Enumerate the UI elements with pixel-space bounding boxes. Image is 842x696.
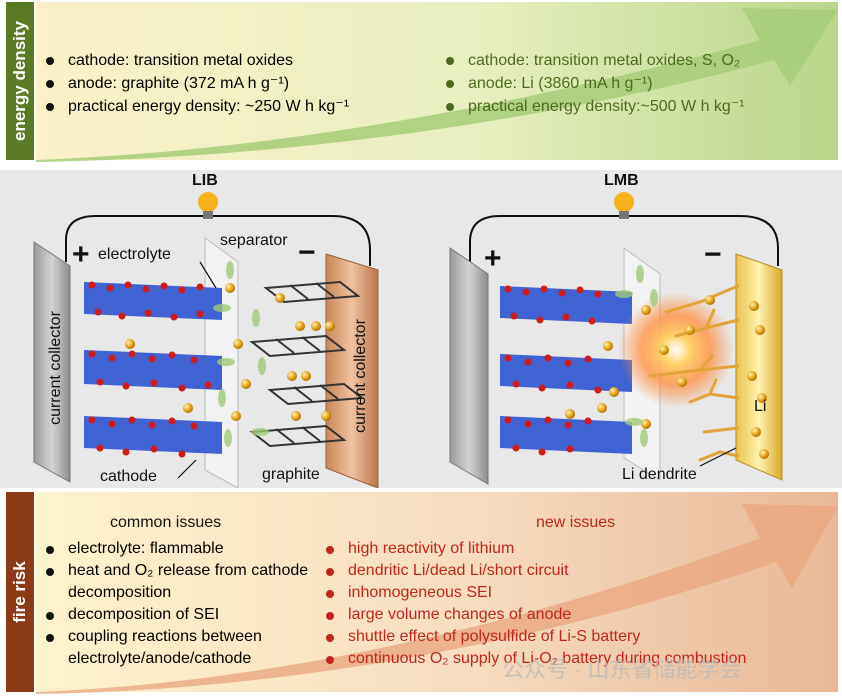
list-item: inhomogeneous SEI [326, 582, 746, 604]
list-item: high reactivity of lithium [326, 538, 746, 560]
lib-energy-list: cathode: transition metal oxides anode: … [46, 49, 349, 118]
lmb-title: LMB [604, 172, 639, 189]
lib-electrolyte-molecules [213, 261, 269, 447]
list-item: cathode: transition metal oxides, S, O₂ [446, 49, 745, 72]
lmb-minus-sign: − [704, 238, 722, 271]
cathode-label: cathode [100, 468, 157, 485]
fire-risk-label: fire risk [6, 492, 34, 692]
list-item: shuttle effect of polysulfide of Li-S ba… [326, 626, 746, 648]
list-item: continuous O₂ supply of Li-O₂ battery du… [326, 648, 746, 670]
list-item: practical energy density:~500 W h kg⁻¹ [446, 95, 745, 118]
lib-circuit-wire [65, 215, 371, 266]
graphite-label: graphite [262, 466, 320, 483]
lmb-li-anode [735, 253, 783, 481]
lib-minus-sign: − [298, 236, 316, 269]
list-item: anode: Li (3860 mA h g⁻¹) [446, 72, 745, 95]
lmb-bulb-icon [614, 192, 634, 219]
lib-right-collector [325, 253, 379, 488]
energy-density-section: energy density cathode: transition metal… [0, 0, 842, 165]
li-dendrite-label: Li dendrite [622, 466, 697, 483]
li-dendrites [648, 284, 740, 462]
lib-cathode-layers [84, 281, 222, 458]
list-item: cathode: transition metal oxides [46, 49, 349, 72]
list-item: practical energy density: ~250 W h kg⁻¹ [46, 95, 349, 118]
energy-density-label: energy density [6, 2, 34, 160]
li-label: Li [754, 398, 767, 415]
electrolyte-label: electrolyte [98, 246, 171, 263]
new-issues-title: new issues [536, 514, 616, 531]
lib-bulb-icon [198, 192, 218, 219]
battery-diagram-section: LIB LMB + − electrolyte separator curren… [0, 170, 842, 488]
list-item: electrolyte: flammable [46, 538, 318, 560]
list-item: anode: graphite (372 mA h g⁻¹) [46, 72, 349, 95]
fire-glow [618, 292, 734, 408]
lib-title: LIB [192, 172, 218, 189]
fire-risk-section: fire risk common issues new issues elect… [0, 492, 842, 696]
watermark: 公众号 · 山东省储能学会 [502, 657, 742, 682]
list-item: heat and O₂ release from cathode decompo… [46, 560, 318, 604]
lmb-li-ions [565, 295, 769, 459]
lmb-electrolyte-molecules [615, 265, 658, 447]
left-collector-label: current collector [47, 311, 64, 425]
lib-left-collector [33, 241, 71, 483]
list-item: coupling reactions between electrolyte/a… [46, 626, 318, 670]
lmb-cathode-layers [500, 285, 632, 456]
label-pointers [177, 261, 737, 479]
fire-arrow-graphic [36, 492, 838, 694]
lmb-plus-sign: + [484, 242, 502, 275]
list-item: dendritic Li/dead Li/short circuit [326, 560, 746, 582]
new-issues-list: high reactivity of lithium dendritic Li/… [326, 538, 746, 670]
lib-plus-sign: + [72, 238, 90, 271]
right-collector-label: current collector [352, 319, 369, 433]
common-issues-list: electrolyte: flammable heat and O₂ relea… [46, 538, 318, 670]
battery-diagram [33, 192, 783, 488]
lmb-energy-list: cathode: transition metal oxides, S, O₂ … [446, 49, 745, 118]
energy-arrow-graphic [36, 2, 838, 162]
separator-label: separator [220, 232, 288, 249]
list-item: decomposition of SEI [46, 604, 318, 626]
lmb-left-collector [449, 247, 489, 485]
common-issues-title: common issues [110, 514, 222, 531]
lib-li-ions [125, 283, 335, 421]
list-item: large volume changes of anode [326, 604, 746, 626]
